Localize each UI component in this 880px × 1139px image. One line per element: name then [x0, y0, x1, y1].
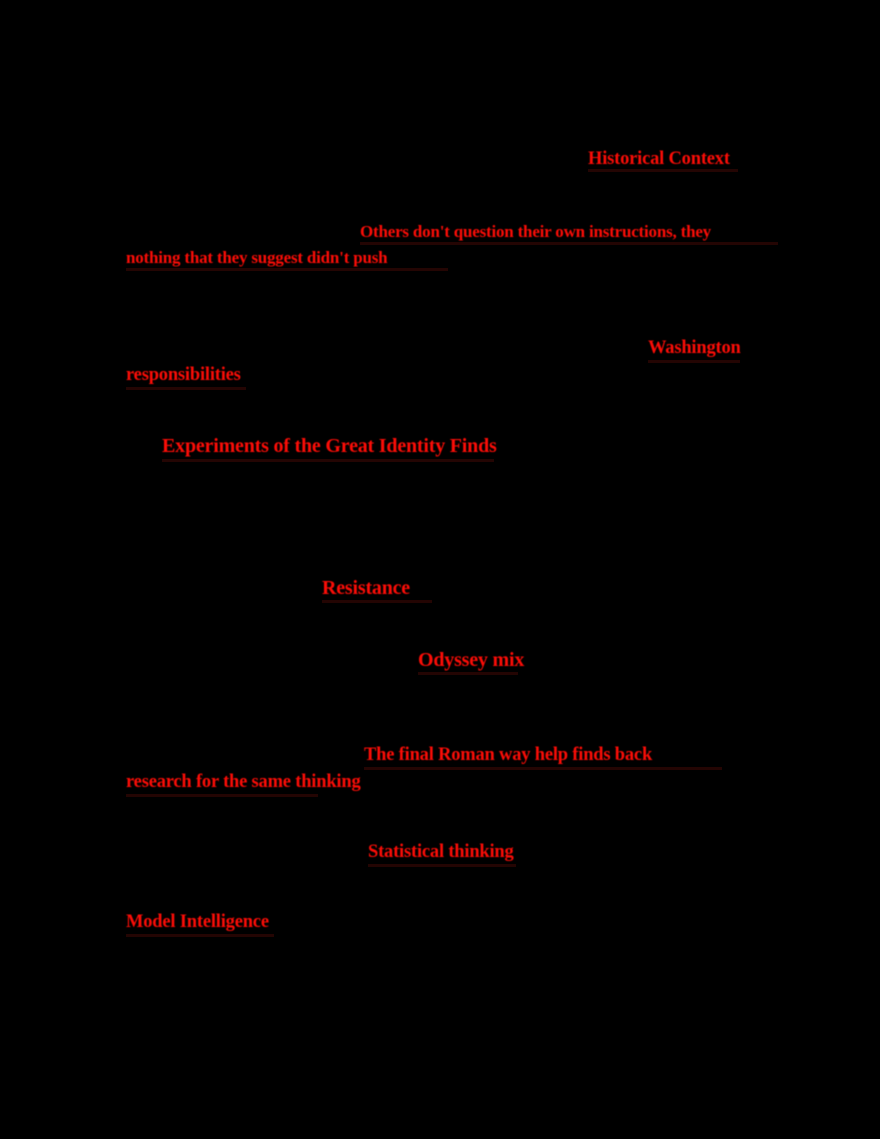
text-fragment: Statistical thinking [368, 842, 514, 862]
text-fragment: The final Roman way help finds back [364, 745, 653, 765]
ghost-mark [648, 360, 740, 363]
text-fragment: Experiments of the Great Identity Finds [162, 435, 497, 457]
ghost-mark [126, 934, 274, 937]
text-fragment: Historical Context [588, 149, 730, 169]
text-fragment: Washington [648, 338, 741, 358]
ghost-mark [360, 242, 778, 245]
ghost-mark [418, 672, 518, 675]
ghost-mark [368, 864, 516, 867]
text-fragment: Resistance [322, 577, 410, 599]
ghost-mark [364, 767, 722, 770]
text-fragment: Others don't question their own instruct… [360, 222, 711, 241]
ghost-mark [322, 600, 432, 603]
text-fragment: responsibilities [126, 365, 241, 385]
text-fragment: research for the same thinking [126, 772, 361, 792]
text-fragment: Model Intelligence [126, 912, 269, 932]
ghost-mark [126, 268, 448, 271]
ghost-mark [588, 169, 738, 172]
ghost-mark [162, 459, 494, 462]
ghost-mark [126, 794, 318, 797]
ghost-mark [126, 387, 246, 390]
text-fragment: Odyssey mix [418, 649, 525, 671]
text-fragment: nothing that they suggest didn't push [126, 248, 388, 267]
